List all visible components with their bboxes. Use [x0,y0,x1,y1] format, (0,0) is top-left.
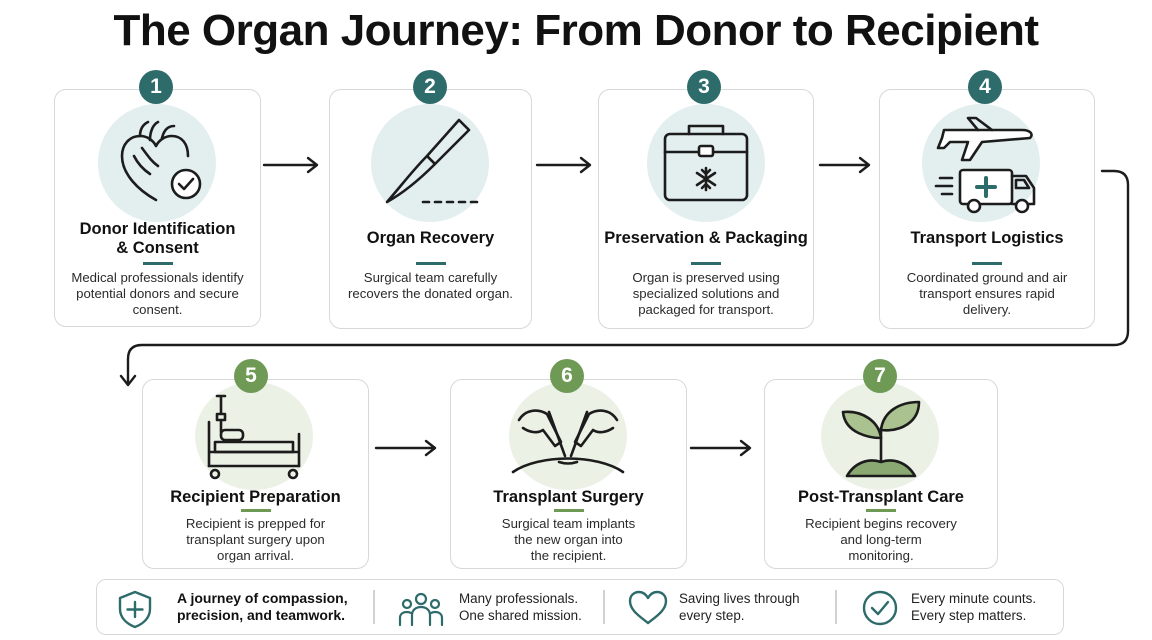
step-6-divider [553,509,584,512]
step-card-1: Donor Identification& Consent Medical pr… [54,89,261,327]
step-7-icon-bg [821,382,939,490]
arrow-right-icon [262,156,319,174]
step-2-title: Organ Recovery [366,229,495,247]
arrow-right-icon [818,156,871,174]
step-1-badge: 1 [139,70,173,104]
arrow-right-icon [535,156,592,174]
hospital-bed-icon [207,394,301,480]
step-4-badge: 4 [968,70,1002,104]
step-7-badge: 7 [863,359,897,393]
step-5-divider [240,509,271,512]
arrow-right-icon [374,439,437,457]
step-7-title: Post-Transplant Care [798,488,964,506]
step-card-7: Post-Transplant Care Recipient begins re… [764,379,998,569]
surgery-hands-icon [511,409,625,474]
footer-banner: A journey of compassion,precision, and t… [96,579,1064,635]
footer-item-mission: A journey of compassion,precision, and t… [97,580,373,634]
step-4-divider [972,262,1002,265]
step-6-title: Transplant Surgery [493,488,644,506]
step-card-4: Transport Logistics Coordinated ground a… [879,89,1095,329]
footer-item-team: Many professionals.One shared mission. [387,580,603,634]
step-6-badge: 6 [550,359,584,393]
step-3-divider [691,262,721,265]
step-1-icon-bg [98,104,216,222]
plane-ambulance-icon [934,116,1036,214]
heart-check-icon [120,120,202,202]
step-3-icon-bg [647,104,765,222]
connector-arrow-icon [119,169,1130,387]
step-7-divider [866,509,896,512]
step-4-title: Transport Logistics [910,229,1064,247]
step-card-6: Transplant Surgery Surgical team implant… [450,379,687,569]
check-circle-icon [862,590,898,626]
step-5-icon-bg [195,382,313,490]
step-3-title: Preservation & Packaging [604,229,808,247]
footer-item-mission-text: A journey of compassion,precision, and t… [177,590,348,623]
step-2-badge: 2 [413,70,447,104]
footer-divider [835,590,837,624]
step-6-icon-bg [509,382,627,490]
step-3-badge: 3 [687,70,721,104]
footer-divider [373,590,375,624]
people-group-icon [398,592,444,627]
step-card-3: Preservation & Packaging Organ is preser… [598,89,814,329]
cooler-box-icon [663,124,749,202]
footer-divider [603,590,605,624]
scalpel-icon [385,118,479,204]
step-4-icon-bg [922,104,1040,222]
step-5-badge: 5 [234,359,268,393]
footer-item-time-text: Every minute counts.Every step matters. [911,591,1037,623]
step-5-title: Recipient Preparation [170,488,341,506]
step-card-5: Recipient Preparation Recipient is prepp… [142,379,369,569]
footer-item-time: Every minute counts.Every step matters. [849,580,1061,634]
footer-item-team-text: Many professionals.One shared mission. [459,591,582,623]
step-2-divider [415,262,446,265]
step-2-icon-bg [371,104,489,222]
arrow-right-icon [689,439,752,457]
sprout-icon [841,400,921,478]
page-title: The Organ Journey: From Donor to Recipie… [113,6,1039,55]
heart-outline-icon [628,590,668,625]
step-1-title: Donor Identification& Consent [79,220,236,257]
shield-plus-icon [118,590,152,629]
step-1-divider [142,262,173,265]
